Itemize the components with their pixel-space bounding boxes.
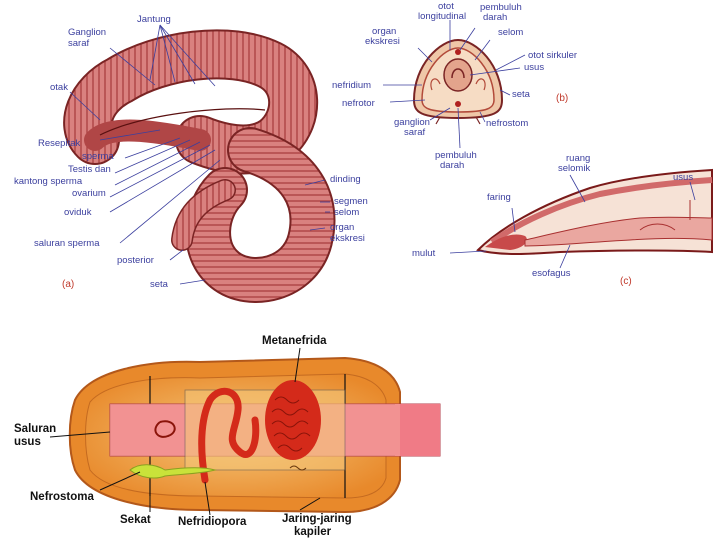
label-usus-b: usus (524, 62, 544, 73)
label-dinding: dinding (330, 174, 361, 185)
label-selom-b: selom (498, 27, 523, 38)
label-posterior: posterior (117, 255, 154, 266)
label-saluran-sperma: saluran sperma (34, 238, 100, 249)
label-reseptakel: Resepi̇tak (38, 137, 80, 149)
label-esofagus: esofagus (532, 268, 571, 279)
tag-b: (b) (556, 93, 568, 104)
label-segmen: segmen (334, 196, 368, 207)
blood-vessel-ventral (455, 101, 461, 107)
label-selom: selom (334, 207, 359, 218)
label-seta: seta (150, 279, 169, 290)
label-nefridium: nefridium (332, 80, 371, 91)
label-nefrostoma: Nefrostoma (30, 491, 95, 503)
label-testis: Testis dan (68, 164, 111, 175)
label-seta-b: seta (512, 89, 531, 100)
label-oviduk: oviduk (64, 207, 92, 218)
label-faring: faring (487, 192, 511, 203)
tag-a: (a) (62, 279, 74, 290)
label-jantung: Jantung (137, 14, 171, 25)
label-nefridiopora: Nefridiopora (178, 516, 247, 528)
label-nefrotor: nefrotor (342, 98, 375, 109)
label-nefrostom: nefrostom (486, 118, 528, 129)
label-sekat: Sekat (120, 514, 151, 526)
label-otot-sirkuler: otot sirkuler (528, 50, 577, 61)
tag-c: (c) (620, 276, 632, 287)
label-ovarium: ovarium (72, 188, 106, 199)
label-usus-c: usus (673, 172, 693, 183)
label-metanefrida: Metanefrida (262, 335, 327, 347)
label-otak: otak (50, 82, 68, 93)
label-sperma: sperma (82, 151, 114, 162)
label-mulut: mulut (412, 248, 436, 259)
metanephridia-mass (265, 380, 321, 460)
label-kantong-sperma: kantong sperma (14, 176, 83, 187)
intestine-cross (444, 59, 472, 91)
